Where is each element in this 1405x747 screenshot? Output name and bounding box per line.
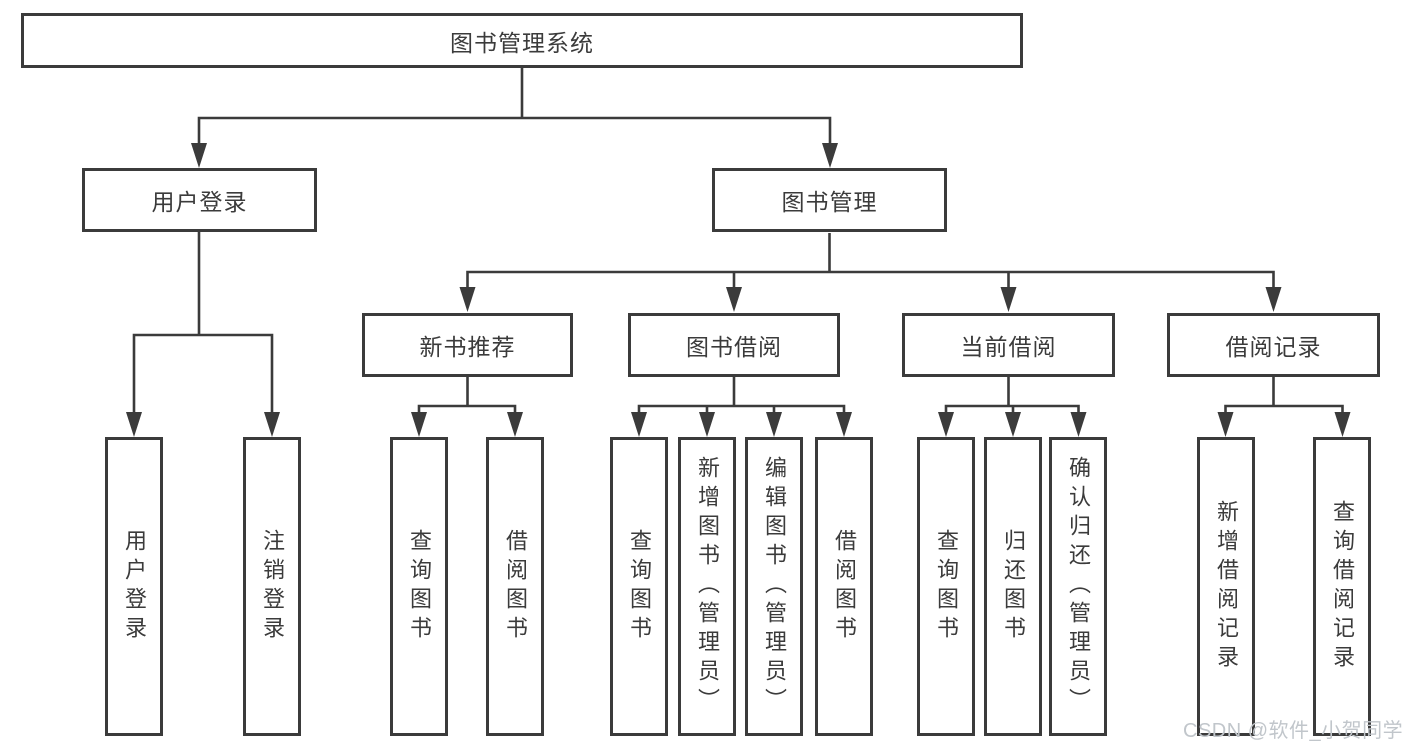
node-current-borrow: 当前借阅 <box>902 313 1115 377</box>
node-root: 图书管理系统 <box>21 13 1023 68</box>
leaf-records-add-label: 新增借阅记录 <box>1214 499 1239 674</box>
node-book-mgmt: 图书管理 <box>712 168 947 232</box>
node-book-borrow: 图书借阅 <box>628 313 840 377</box>
leaf-records-add: 新增借阅记录 <box>1197 437 1255 736</box>
node-borrow-records-label: 借阅记录 <box>1225 334 1322 360</box>
leaf-logout-label: 注销登录 <box>260 528 285 645</box>
node-new-book: 新书推荐 <box>362 313 573 377</box>
leaf-records-query: 查询借阅记录 <box>1313 437 1371 736</box>
leaf-current-return: 归还图书 <box>984 437 1042 736</box>
leaf-current-query-label: 查询图书 <box>934 528 959 645</box>
node-book-mgmt-label: 图书管理 <box>781 189 878 215</box>
leaf-current-confirm: 确认归还（管理员） <box>1049 437 1107 736</box>
leaf-borrow-query-label: 查询图书 <box>627 528 652 645</box>
leaf-current-return-label: 归还图书 <box>1001 528 1026 645</box>
leaf-current-query: 查询图书 <box>917 437 975 736</box>
leaf-borrow-edit-label: 编辑图书（管理员） <box>762 456 787 717</box>
leaf-current-confirm-label: 确认归还（管理员） <box>1066 456 1091 717</box>
leaf-records-query-label: 查询借阅记录 <box>1330 499 1355 674</box>
connector-lines <box>132 68 1344 414</box>
leaf-newbook-query: 查询图书 <box>390 437 448 736</box>
leaf-borrow-add: 新增图书（管理员） <box>678 437 736 736</box>
leaf-user-login: 用户登录 <box>105 437 163 736</box>
node-borrow-records: 借阅记录 <box>1167 313 1380 377</box>
node-current-borrow-label: 当前借阅 <box>960 334 1057 360</box>
leaf-borrow-query: 查询图书 <box>610 437 668 736</box>
leaf-borrow-borrow-label: 借阅图书 <box>832 528 857 645</box>
leaf-borrow-add-label: 新增图书（管理员） <box>695 456 720 717</box>
leaf-user-login-label: 用户登录 <box>122 528 147 645</box>
node-new-book-label: 新书推荐 <box>419 334 516 360</box>
leaf-borrow-borrow: 借阅图书 <box>815 437 873 736</box>
leaf-newbook-query-label: 查询图书 <box>407 528 432 645</box>
arrowheads <box>126 143 1351 437</box>
leaf-newbook-borrow: 借阅图书 <box>486 437 544 736</box>
node-book-borrow-label: 图书借阅 <box>686 334 782 360</box>
node-user-login-label: 用户登录 <box>151 189 248 215</box>
leaf-borrow-edit: 编辑图书（管理员） <box>745 437 803 736</box>
watermark: CSDN @软件_小贺同学 <box>1183 720 1404 742</box>
leaf-newbook-borrow-label: 借阅图书 <box>503 528 528 645</box>
node-root-label: 图书管理系统 <box>450 29 594 56</box>
node-user-login: 用户登录 <box>82 168 317 232</box>
leaf-logout: 注销登录 <box>243 437 301 736</box>
